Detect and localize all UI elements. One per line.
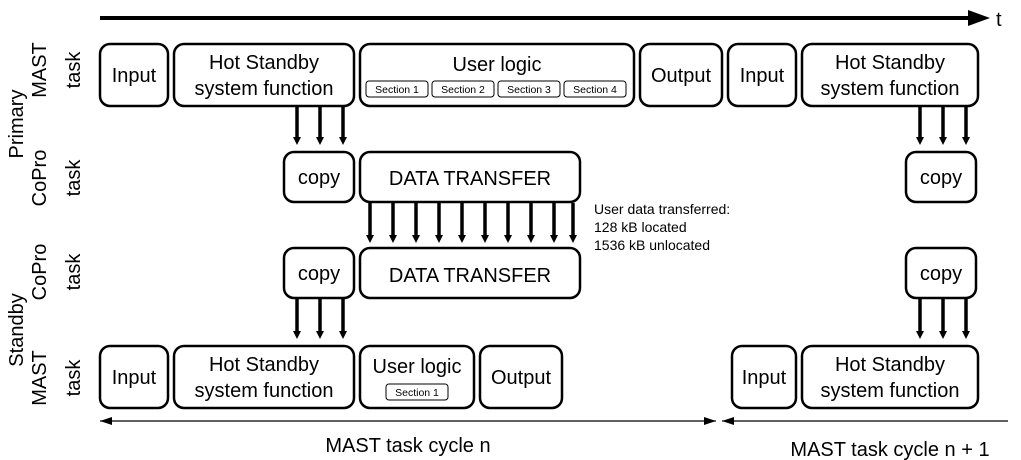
primary-hot-standby-line2: system function <box>195 78 334 100</box>
primary-group-label: Primary <box>6 90 28 159</box>
primary-copy-label: copy <box>298 167 340 189</box>
transfer-note-line1: User data transferred: <box>594 201 730 217</box>
primary-data-transfer-block <box>358 150 582 204</box>
standby-hot-standby2-line1: Hot Standby <box>835 354 945 376</box>
cycle-n1-label: MAST task cycle n + 1 <box>790 439 989 460</box>
primary-section-2-box <box>431 80 495 98</box>
primary-copy2-label: copy <box>920 167 962 189</box>
standby-hot-standby-block <box>172 344 356 410</box>
primary-mast-label-line2: task <box>63 51 85 89</box>
standby-copy-arrows <box>293 299 970 339</box>
cycle-span-arrows <box>100 417 1008 425</box>
standby-copy2-label: copy <box>920 263 962 285</box>
data-transfer-arrows <box>366 203 577 243</box>
standby-hot-standby2-line2: system function <box>821 380 960 402</box>
primary-copy2-block <box>904 150 978 204</box>
standby-section-1-label: Section 1 <box>395 387 439 399</box>
transfer-note-line3: 1536 kB unlocated <box>594 237 710 253</box>
primary-section-1-box <box>365 80 429 98</box>
standby-input-block <box>98 344 170 410</box>
standby-mast-label-line2: task <box>63 359 85 397</box>
standby-hot-standby2-block <box>800 344 980 410</box>
primary-copro-label-line1: CoPro <box>29 150 51 207</box>
standby-hot-standby-line2: system function <box>195 380 334 402</box>
primary-copy-block <box>282 150 356 204</box>
standby-output-label: Output <box>491 367 551 389</box>
primary-mast-row: Input Hot Standby system function User l… <box>98 42 980 108</box>
standby-copro-label-line1: CoPro <box>29 244 51 301</box>
standby-user-logic-label: User logic <box>373 356 462 378</box>
standby-mast-row: Input Hot Standby system function User l… <box>98 344 980 410</box>
primary-output-label: Output <box>651 65 711 87</box>
primary-input2-block <box>726 42 798 108</box>
primary-output-block <box>638 42 724 108</box>
standby-copy2-block <box>904 246 978 300</box>
standby-copro-row: copy DATA TRANSFER copy <box>282 246 978 300</box>
time-axis-arrowhead <box>968 10 990 26</box>
primary-mast-label-line1: MAST <box>29 42 51 98</box>
primary-hot-standby2-line1: Hot Standby <box>835 52 945 74</box>
standby-data-transfer-label: DATA TRANSFER <box>389 265 551 287</box>
primary-section-3-box <box>497 80 561 98</box>
standby-hot-standby-line1: Hot Standby <box>209 354 319 376</box>
standby-copro-label-line2: task <box>63 253 85 291</box>
primary-hot-standby2-block <box>800 42 980 108</box>
primary-hot-standby-block <box>172 42 356 108</box>
primary-copy-arrows <box>293 107 970 145</box>
primary-section-1-label: Section 1 <box>375 84 419 96</box>
standby-group-label: Standby <box>6 293 28 366</box>
standby-input-label: Input <box>112 367 157 389</box>
primary-input-block <box>98 42 170 108</box>
standby-copy-label: copy <box>298 263 340 285</box>
primary-copro-label-line2: task <box>63 159 85 197</box>
primary-section-3-label: Section 3 <box>507 84 551 96</box>
primary-input2-label: Input <box>740 65 785 87</box>
primary-data-transfer-label: DATA TRANSFER <box>389 168 551 190</box>
primary-section-2-label: Section 2 <box>441 84 485 96</box>
time-axis-label: t <box>996 9 1002 31</box>
cycle-n-label: MAST task cycle n <box>325 435 490 457</box>
standby-section-1-box <box>385 383 449 401</box>
primary-section-4-box <box>563 80 627 98</box>
standby-input2-label: Input <box>742 367 787 389</box>
primary-hot-standby-line1: Hot Standby <box>209 52 319 74</box>
primary-section-4-label: Section 4 <box>573 84 617 96</box>
standby-mast-label-line1: MAST <box>29 350 51 406</box>
primary-hot-standby2-line2: system function <box>821 78 960 100</box>
transfer-note-line2: 128 kB located <box>594 219 687 235</box>
standby-copy-block <box>282 246 356 300</box>
primary-copro-row: copy DATA TRANSFER copy <box>282 150 978 204</box>
primary-user-logic-label: User logic <box>453 54 542 76</box>
standby-input2-block <box>730 344 798 410</box>
standby-output-block <box>478 344 564 410</box>
primary-input-label: Input <box>112 65 157 87</box>
standby-data-transfer-block <box>358 246 582 300</box>
